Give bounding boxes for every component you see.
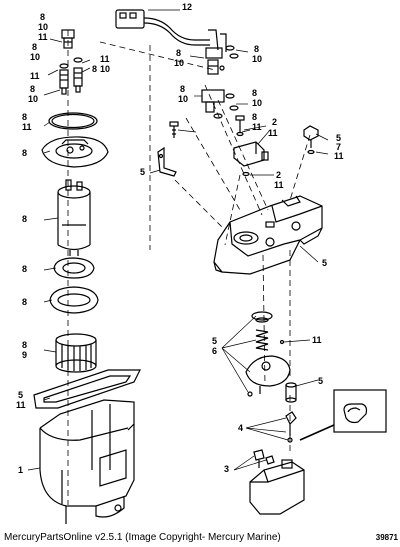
callout-label: 8 (22, 340, 27, 350)
callout-label: 8 (176, 48, 181, 58)
callout-label: 11 (30, 71, 40, 81)
fitting-cluster-upper (205, 45, 239, 75)
screw (169, 121, 179, 138)
callout-label: 10 (38, 22, 48, 32)
callout-label: 11 (334, 151, 344, 161)
float-valve-assembly (245, 355, 291, 397)
callout-label: 5 (322, 258, 327, 268)
callout-label: 12 (182, 2, 192, 12)
callout-label: 10 (28, 94, 38, 104)
callout-label: 4 (238, 423, 243, 433)
callout-label: 5 (336, 133, 341, 143)
callout-label: 11 (312, 335, 322, 345)
callout-label: 8 (22, 214, 27, 224)
callout-label: 11 (16, 400, 26, 410)
small-ball (279, 339, 285, 345)
bleed-screw (303, 125, 319, 155)
exploded-parts-diagram: 8 10 11 8 10 11 8 10 11 8 10 8 11 8 12 8… (16, 2, 387, 524)
callout-label: 8 (30, 84, 35, 94)
fitting-left (59, 63, 69, 95)
callout-leaders (27, 9, 329, 471)
callout-label: 1 (18, 465, 23, 475)
callout-label: 10 (30, 52, 40, 62)
wiring-harness (115, 9, 227, 52)
callout-label: 8 (22, 264, 27, 274)
gasket-ring (49, 286, 99, 314)
callout-label: 2 (276, 170, 281, 180)
electric-fuel-pump (57, 179, 91, 256)
callout-label: 8 (32, 42, 37, 52)
callout-label: 8 (252, 88, 257, 98)
retaining-clip (53, 257, 95, 279)
callout-label: 8 (40, 12, 45, 22)
float (285, 382, 297, 403)
callout-label: 2 (272, 117, 277, 127)
callout-label: 5 (18, 390, 23, 400)
callout-label: 11 (268, 128, 278, 138)
screw-washer (235, 115, 245, 137)
callout-label: 11 (100, 54, 110, 64)
callout-labels: 8 10 11 8 10 11 8 10 11 8 10 8 11 8 12 8… (16, 2, 344, 475)
callout-label: 6 (212, 346, 217, 356)
diagram-reference-number: 39871 (375, 533, 398, 542)
callout-label: 8 (92, 64, 97, 74)
callout-label: 8 (180, 84, 185, 94)
leader-arrow (299, 424, 335, 441)
callout-label: 11 (252, 122, 262, 132)
bracket (157, 146, 177, 177)
diaphragm-cap (251, 311, 273, 323)
callout-label: 5 (212, 336, 217, 346)
callout-label: 3 (224, 464, 229, 474)
callout-label: 11 (38, 32, 48, 42)
callout-label: 10 (178, 94, 188, 104)
callout-label: 10 (252, 98, 262, 108)
callout-label: 8 (22, 148, 27, 158)
vapor-separator-housing (213, 195, 323, 275)
inlet-screen-box (333, 389, 387, 433)
fitting-right (73, 57, 83, 93)
callout-label: 10 (174, 58, 184, 68)
callout-label: 10 (100, 64, 110, 74)
callout-label: 8 (254, 44, 259, 54)
bowl-gasket (33, 369, 141, 409)
callout-label: 9 (22, 350, 27, 360)
filter-screen (55, 333, 97, 373)
large-o-ring (48, 112, 98, 130)
fitting-nipple (61, 29, 75, 49)
callout-label: 7 (336, 142, 341, 152)
callout-label: 8 (22, 112, 27, 122)
fitting-cluster-lower (201, 89, 239, 119)
callout-label: 5 (318, 376, 323, 386)
spring (255, 329, 269, 351)
callout-label: 5 (140, 167, 145, 177)
callout-label: 10 (252, 54, 262, 64)
callout-label: 11 (22, 122, 32, 132)
pump-plate (41, 136, 109, 168)
fuel-bowl (39, 399, 135, 524)
callout-label: 8 (252, 112, 257, 122)
callout-label: 11 (274, 180, 284, 190)
copyright-footer: MercuryPartsOnline v2.5.1 (Image Copyrig… (4, 532, 281, 543)
needle-parts (285, 411, 297, 443)
valve-body (233, 141, 269, 177)
cover-screws (253, 449, 275, 468)
callout-label: 8 (22, 297, 27, 307)
float-bowl-cover (249, 459, 305, 515)
